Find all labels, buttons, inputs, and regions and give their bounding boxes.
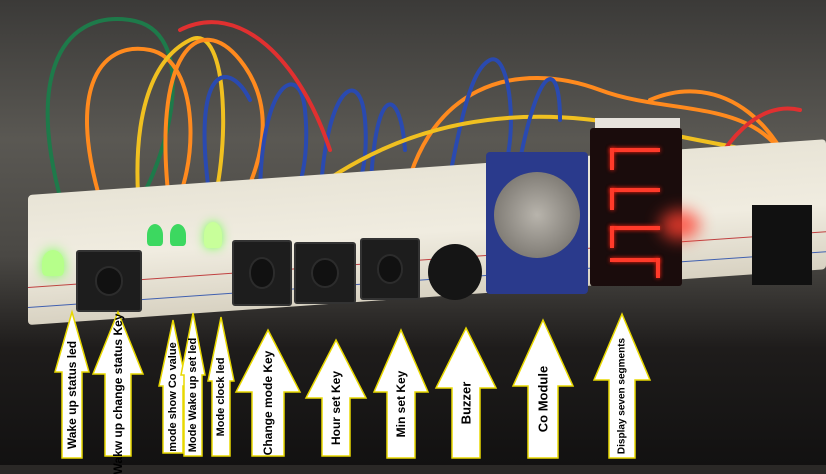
display-segment	[610, 226, 614, 248]
display-segment	[610, 148, 660, 152]
buzzer-arrow	[434, 326, 498, 459]
min-set-key	[360, 238, 420, 300]
display-seven-segments-arrow	[592, 312, 652, 459]
change-mode-key-arrow	[234, 328, 302, 457]
arduino-power-led-glow	[660, 210, 700, 240]
min-set-key-label: Min set Key	[394, 370, 408, 438]
wake-up-status-led-label: Wake up status led	[65, 340, 79, 450]
seven-segment-display	[590, 128, 682, 286]
mode-wake-up-set-led	[170, 224, 186, 246]
change-mode-key	[232, 240, 292, 306]
mode-clock-led-label: Mode clock led	[215, 357, 227, 436]
co-module-arrow	[511, 318, 575, 459]
wakw-up-change-status-key	[76, 250, 142, 312]
co-module-label: Co Module	[535, 365, 551, 433]
change-mode-key-label: Change mode Key	[261, 350, 275, 456]
min-set-key-arrow	[372, 328, 430, 459]
mode-clock-led	[204, 222, 222, 248]
buzzer	[428, 244, 482, 300]
display-seven-segments-label: Display seven segments	[616, 337, 628, 455]
hour-set-key-arrow	[304, 338, 368, 457]
gas-sensor	[494, 172, 580, 258]
hour-set-key	[294, 242, 356, 304]
mode-show-co-value-label: mode show Co value	[167, 341, 179, 452]
mode-show-co-value-led	[147, 224, 163, 246]
wake-up-status-led	[42, 250, 64, 276]
display-segment	[610, 188, 614, 210]
display-segment	[610, 188, 660, 192]
mode-clock-led-arrow	[207, 316, 235, 457]
buzzer-label: Buzzer	[458, 381, 474, 425]
mode-wake-up-set-led-arrow	[180, 312, 206, 457]
header-connectors	[752, 205, 812, 285]
display-segment	[610, 226, 660, 230]
display-segment	[610, 258, 660, 262]
hour-set-key-label: Hour set Key	[329, 370, 343, 446]
co-module	[486, 152, 588, 294]
wake-up-status-led-arrow	[54, 309, 90, 459]
wakw-up-change-status-key-label: Wakw up change status Key	[111, 313, 125, 474]
display-segment	[610, 148, 614, 170]
wakw-up-change-status-key-arrow	[91, 309, 145, 457]
mode-wake-up-set-led-label: Mode Wake up set led	[187, 337, 199, 452]
display-segment	[656, 258, 660, 278]
